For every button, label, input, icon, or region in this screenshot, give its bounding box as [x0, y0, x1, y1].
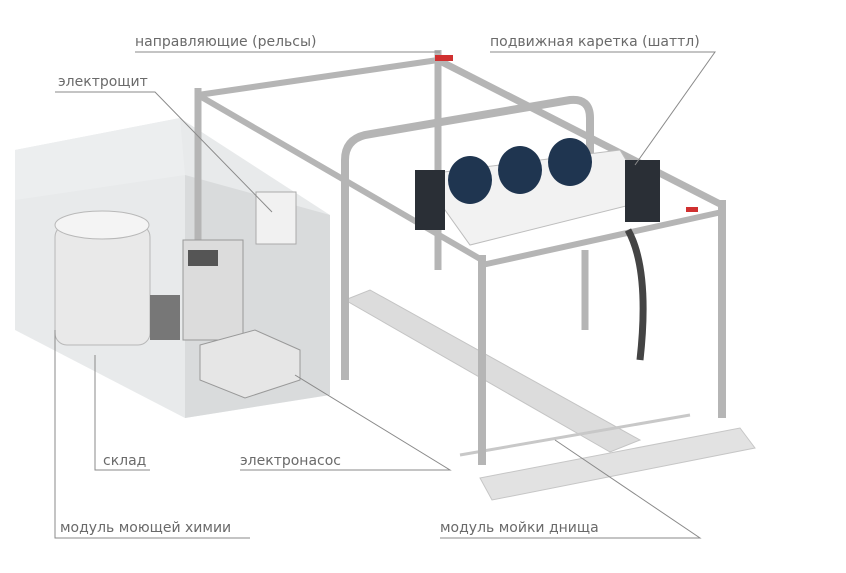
brush-icon	[548, 138, 592, 186]
label-panel: электрощит	[58, 74, 148, 90]
portal-frame	[194, 50, 726, 465]
shuttle-carriage	[415, 138, 660, 361]
chemistry-module	[182, 239, 244, 341]
rail-marker	[686, 207, 698, 212]
label-pump: электронасос	[240, 453, 341, 469]
label-shuttle: подвижная каретка (шаттл)	[490, 34, 700, 50]
label-underbody: модуль мойки днища	[440, 520, 599, 536]
underbody-module	[343, 289, 756, 501]
leader-lines	[54, 51, 716, 539]
water-tank	[54, 210, 180, 346]
label-rails: направляющие (рельсы)	[135, 34, 316, 50]
brush-icon	[498, 146, 542, 194]
brush-icon	[448, 156, 492, 204]
rail-marker	[435, 55, 453, 61]
pump	[199, 329, 301, 399]
electrical-panel	[255, 191, 297, 245]
label-chemistry: модуль моющей химии	[60, 520, 231, 536]
label-storage: склад	[103, 453, 146, 469]
